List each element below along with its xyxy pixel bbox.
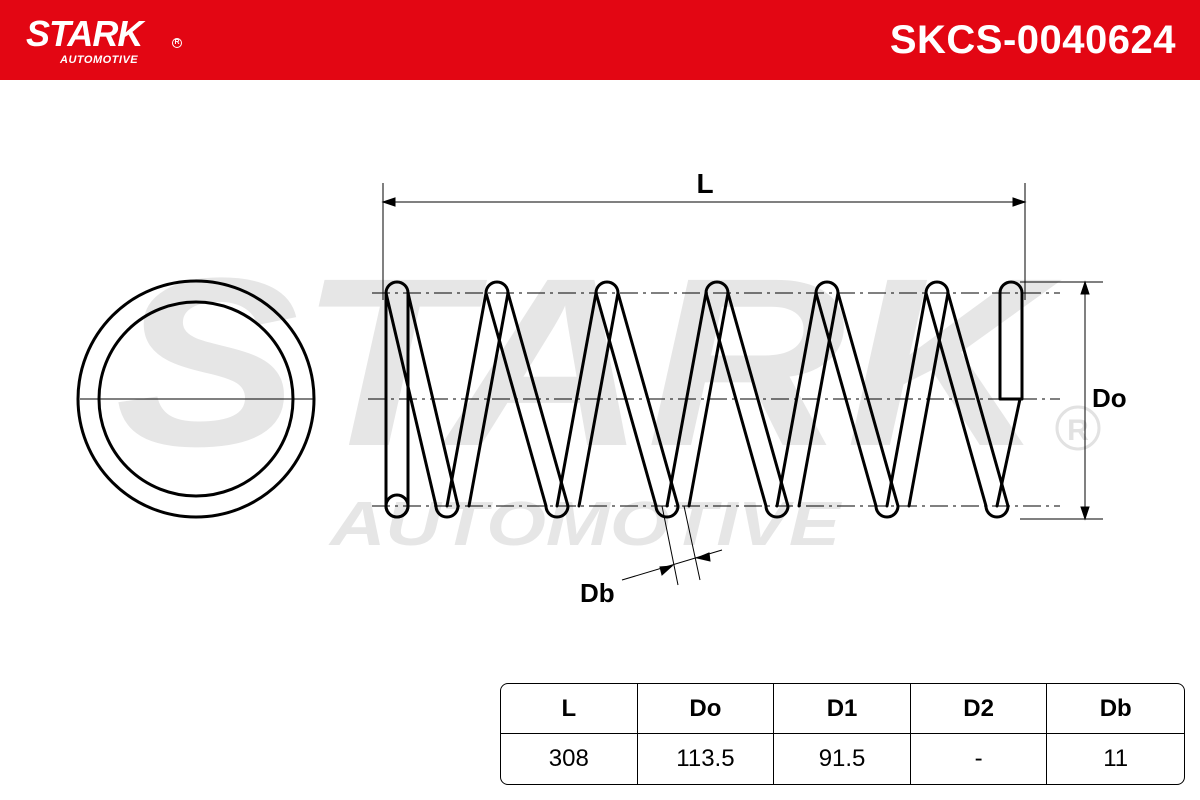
spring-coil-1-down xyxy=(445,280,510,508)
watermark: STARK AUTOMOTIVE R xyxy=(115,228,1101,559)
spring-coil-2-up xyxy=(484,291,570,519)
do-arrow-top xyxy=(1080,280,1090,295)
spec-value-do: 113.5 xyxy=(638,734,775,784)
spring-coil-2-down xyxy=(555,280,620,508)
spring-coil-6-up xyxy=(924,291,1010,519)
end-view-outer-circle xyxy=(76,279,316,519)
stark-logo: STARK R AUTOMOTIVE xyxy=(26,14,186,70)
label-bar-diameter: Db xyxy=(580,578,615,608)
logo-brand-sub: AUTOMOTIVE xyxy=(60,54,139,66)
spring-coil-3-up xyxy=(594,291,680,519)
spec-value-d1: 91.5 xyxy=(774,734,911,784)
db-extension-right xyxy=(683,505,701,581)
logo-registered-icon: R xyxy=(172,38,182,48)
spring-side-view xyxy=(384,280,1024,519)
spring-technical-drawing: STARK AUTOMOTIVE R L Do xyxy=(76,168,1127,608)
spec-value-d2: - xyxy=(911,734,1048,784)
db-arrow-right xyxy=(695,552,711,562)
spec-value-l: 308 xyxy=(501,734,638,784)
spec-header-l: L xyxy=(501,684,638,734)
spec-header-d2: D2 xyxy=(910,684,1048,734)
dimension-outer-diameter xyxy=(1020,280,1103,521)
spec-table-header-row: L Do D1 D2 Db xyxy=(501,684,1184,734)
dimension-bar-diameter xyxy=(621,505,723,586)
spring-coil-5-up xyxy=(814,291,900,519)
logo-brand-name: STARK xyxy=(26,13,143,54)
do-arrow-bottom xyxy=(1080,506,1090,521)
length-arrow-right xyxy=(1012,197,1027,207)
spec-value-db: 11 xyxy=(1103,745,1129,772)
reference-lines xyxy=(368,292,1060,507)
dimension-length xyxy=(381,183,1027,300)
spring-coil-4-down xyxy=(775,280,840,508)
watermark-registered-letter: R xyxy=(1067,414,1089,447)
label-outer-diameter: Do xyxy=(1092,383,1127,413)
watermark-sub: AUTOMOTIVE xyxy=(328,490,843,559)
watermark-registered-icon xyxy=(1055,405,1101,451)
spring-coil-3-down xyxy=(665,280,730,508)
db-extension-left xyxy=(661,505,679,586)
spring-coil-6-down xyxy=(995,397,1022,508)
spec-header-do: Do xyxy=(637,684,775,734)
db-arrow-left xyxy=(659,565,674,576)
spring-end-coil-right xyxy=(998,280,1024,401)
spec-header-d1: D1 xyxy=(774,684,911,734)
spring-bottom-end-circle xyxy=(384,493,410,519)
length-arrow-left xyxy=(381,197,396,207)
header-bar: STARK R AUTOMOTIVE SKCS-0040624 xyxy=(0,0,1200,80)
spring-coil-4-up xyxy=(704,291,790,519)
spec-table: L Do D1 D2 Db 308 113.5 91.5 - 11 xyxy=(500,683,1185,785)
spec-table-value-row: 308 113.5 91.5 - 11 xyxy=(501,734,1184,784)
part-number: SKCS-0040624 xyxy=(889,18,1176,62)
spring-coil-5-down xyxy=(885,280,950,508)
spec-header-db: Db xyxy=(1047,684,1184,734)
spring-coil-1-up xyxy=(384,291,460,519)
label-length: L xyxy=(696,168,713,199)
